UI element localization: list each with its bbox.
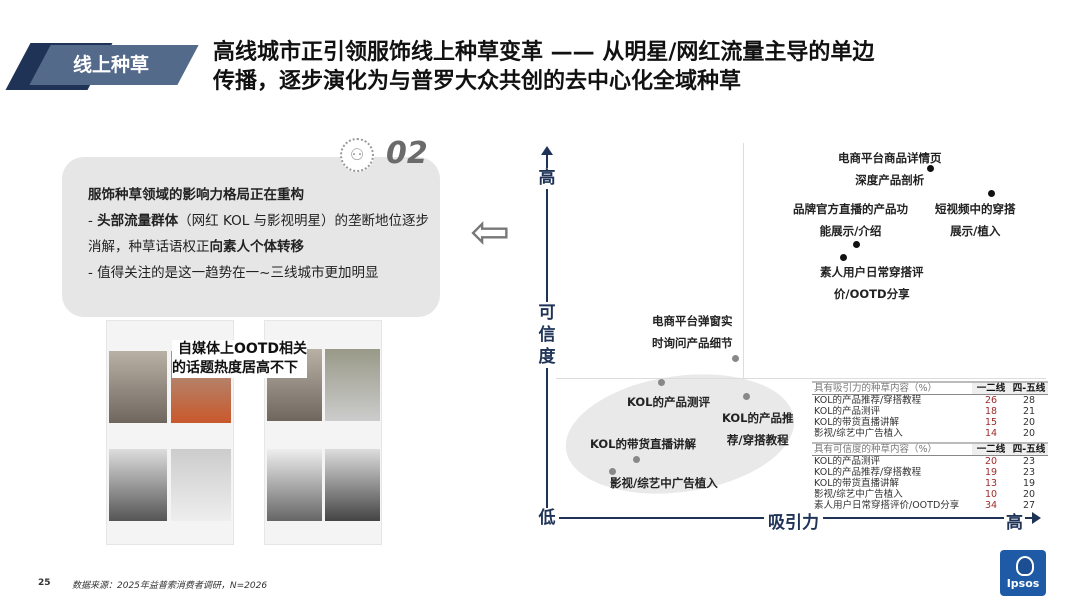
page-number: 25 — [38, 578, 51, 588]
point-dot — [658, 379, 665, 386]
point-dot — [927, 165, 934, 172]
people-circle-icon: ⚇ — [340, 138, 374, 172]
x-axis-arrow-icon — [1032, 512, 1041, 524]
arrow-left-icon: ⇦ — [470, 204, 511, 260]
point-label: 电商平台弹窗实时询问产品细节 — [652, 314, 733, 350]
emphasis: 向素人个体转移 — [209, 239, 305, 255]
y-axis-label: 可信度 — [535, 302, 559, 368]
table-title: 具有可信度的种草内容（%） — [812, 442, 972, 456]
callout-text: 服饰种草领域的影响力格局正在重构 - 头部流量群体（网红 KOL 与影视明星）的… — [88, 182, 438, 286]
point-label: 电商平台商品详情页深度产品剖析 — [838, 151, 942, 187]
y-axis-arrow-icon — [541, 146, 553, 155]
x-axis-high: 高 — [1004, 508, 1025, 533]
quadrant-divider-vertical — [743, 143, 744, 379]
callout-heading: 服饰种草领域的影响力格局正在重构 — [88, 187, 304, 203]
point-dot — [988, 190, 995, 197]
point-dot — [609, 468, 616, 475]
caption-line-2: 的话题热度居高不下 — [172, 360, 298, 376]
point-label: 短视频中的穿搭展示/植入 — [935, 202, 1016, 238]
quadrant-divider-horizontal — [556, 378, 1046, 379]
y-axis-high: 高 — [535, 168, 559, 189]
col-header: 一二线 — [972, 442, 1010, 456]
table-title: 具有吸引力的种草内容（%） — [812, 381, 972, 395]
emphasis: 头部流量群体 — [97, 213, 179, 229]
col-header: 四-五线 — [1010, 442, 1048, 456]
caption-line-1: 自媒体上OOTD相关 — [178, 341, 307, 357]
point-dot — [853, 241, 860, 248]
logo-text: Ipsos — [1006, 577, 1040, 590]
point-label: KOL的产品测评 — [627, 395, 710, 409]
point-label: 品牌官方直播的产品功能展示/介绍 — [793, 202, 908, 238]
y-axis-low: 低 — [535, 508, 559, 529]
title-line-1: 高线城市正引领服饰线上种草变革 —— 从明星/网红流量主导的单边 — [213, 40, 875, 65]
x-axis-label: 吸引力 — [764, 508, 823, 533]
point-dot — [732, 355, 739, 362]
data-source: 数据来源：2025年益普索消费者调研，N=2026 — [72, 581, 268, 591]
screenshot-caption: 自媒体上OOTD相关 的话题热度居高不下 — [172, 340, 307, 378]
point-label: KOL的带货直播讲解 — [590, 437, 696, 451]
callout-box — [62, 157, 440, 317]
callout-p2: - 值得关注的是这一趋势在一~三线城市更加明显 — [88, 265, 379, 281]
point-label: 影视/综艺中广告植入 — [610, 476, 718, 490]
point-label: 素人用户日常穿搭评价/OOTD分享 — [820, 265, 924, 301]
ipsos-logo: Ipsos — [1000, 550, 1046, 596]
callout-number: 02 — [386, 136, 428, 171]
point-label: KOL的产品推荐/穿搭教程 — [722, 411, 794, 447]
point-dot — [840, 254, 847, 261]
col-header: 四-五线 — [1010, 381, 1048, 395]
title-line-2: 传播，逐步演化为与普罗大众共创的去中心化全域种草 — [213, 69, 742, 94]
callout-p1: （网红 KOL 与影视明星）的垄断地位逐步消解，种草话语权正 — [88, 213, 430, 255]
section-tag-label: 线上种草 — [72, 54, 149, 76]
page-title: 高线城市正引领服饰线上种草变革 —— 从明星/网红流量主导的单边 传播，逐步演化… — [213, 38, 874, 96]
point-dot — [633, 456, 640, 463]
col-header: 一二线 — [972, 381, 1010, 395]
point-dot — [743, 393, 750, 400]
bullet: - — [88, 213, 98, 229]
